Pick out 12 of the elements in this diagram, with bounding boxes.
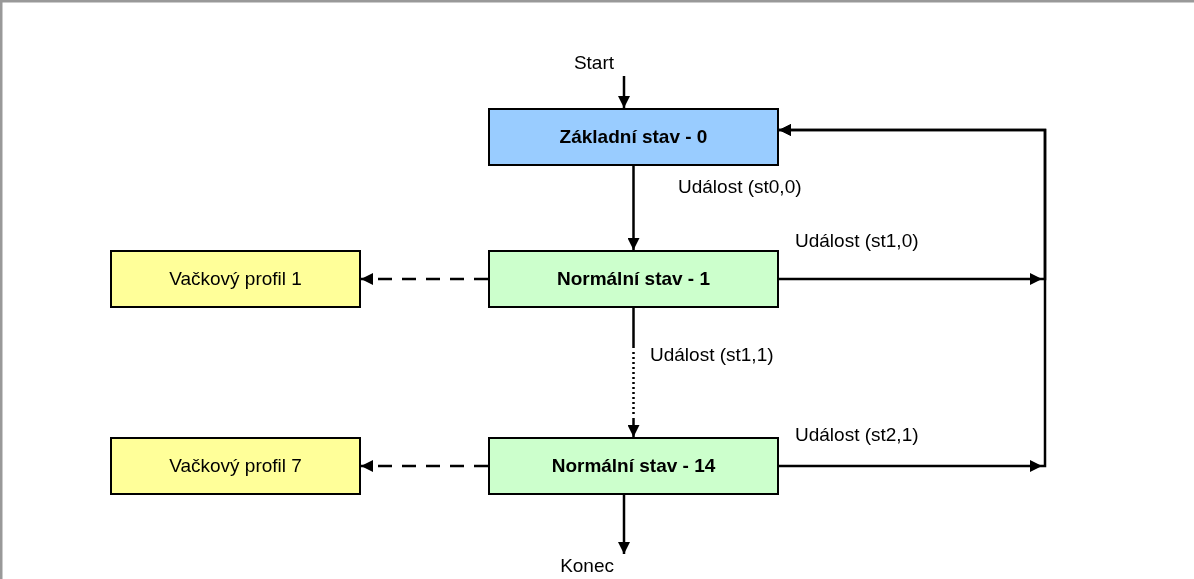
profile-box [110, 250, 361, 308]
state-name: Normální stav - 1 [556, 268, 711, 290]
state-name: Vačkový profil 1 [169, 268, 302, 290]
terminal-label: Konec [560, 555, 615, 577]
state-name: Základní stav - 0 [559, 126, 708, 148]
terminal-label: Start [573, 52, 615, 74]
state-name: Vačkový profil 7 [169, 455, 302, 477]
profile-box [110, 437, 361, 495]
state-box [488, 250, 779, 308]
state-box [488, 437, 779, 495]
state-box [488, 108, 779, 166]
state-name: Normální stav - 14 [551, 455, 716, 477]
